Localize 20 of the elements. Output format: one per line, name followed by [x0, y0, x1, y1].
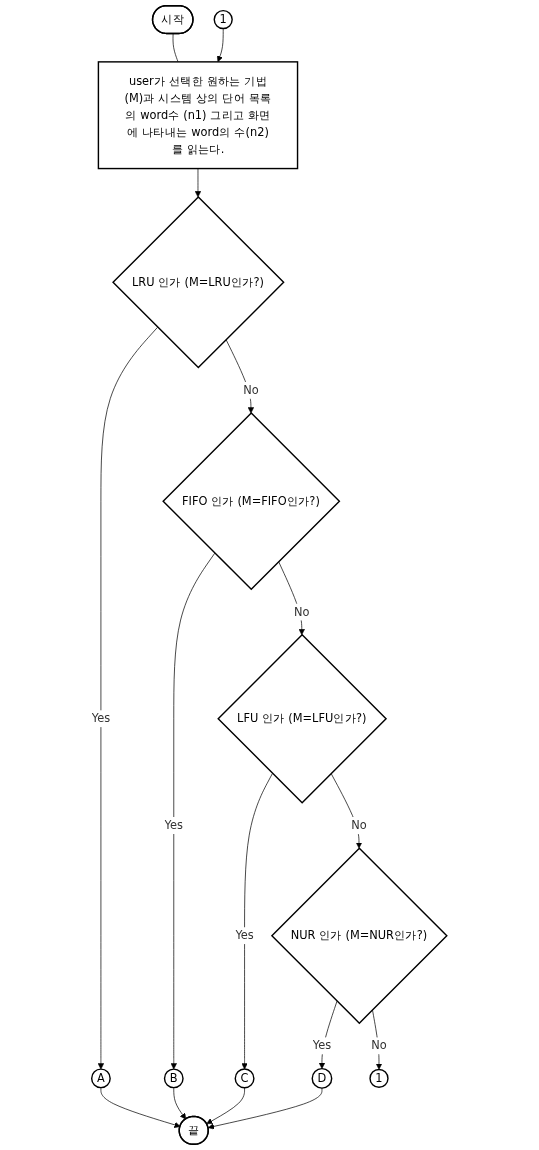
- node-box: user가 선택한 원하는 기법(M)과 시스템 상의 단어 목록의 word수 (n1) 그리고 화면에 나타내는 word의 수(n2)를 읽는다.: [97, 61, 299, 170]
- node-circle: C: [234, 1068, 255, 1089]
- connector: [172, 33, 179, 63]
- node-circle: D: [311, 1067, 333, 1089]
- node-diamond: LFU 인가 (M=LFU인가?): [217, 633, 388, 804]
- node-diamond: NUR 인가 (M=NUR인가?): [271, 847, 449, 1025]
- edge-label: No: [371, 1038, 387, 1053]
- node-circle: 1: [213, 9, 234, 30]
- node-circle: B: [164, 1068, 184, 1089]
- edge-label: Yes: [235, 928, 254, 943]
- node-circle: 1: [369, 1068, 389, 1089]
- edge-label: No: [351, 818, 367, 832]
- edge-label: No: [294, 604, 310, 619]
- node-diamond: LRU 인가 (M=LRU인가?): [112, 196, 285, 369]
- edge-label: Yes: [91, 711, 111, 726]
- edge-label: No: [243, 383, 259, 397]
- node-circle: A: [91, 1068, 112, 1089]
- node-diamond: FIFO 인가 (M=FIFO인가?): [162, 412, 341, 591]
- edge-label: Yes: [313, 1038, 332, 1053]
- edge-label: Yes: [164, 818, 184, 832]
